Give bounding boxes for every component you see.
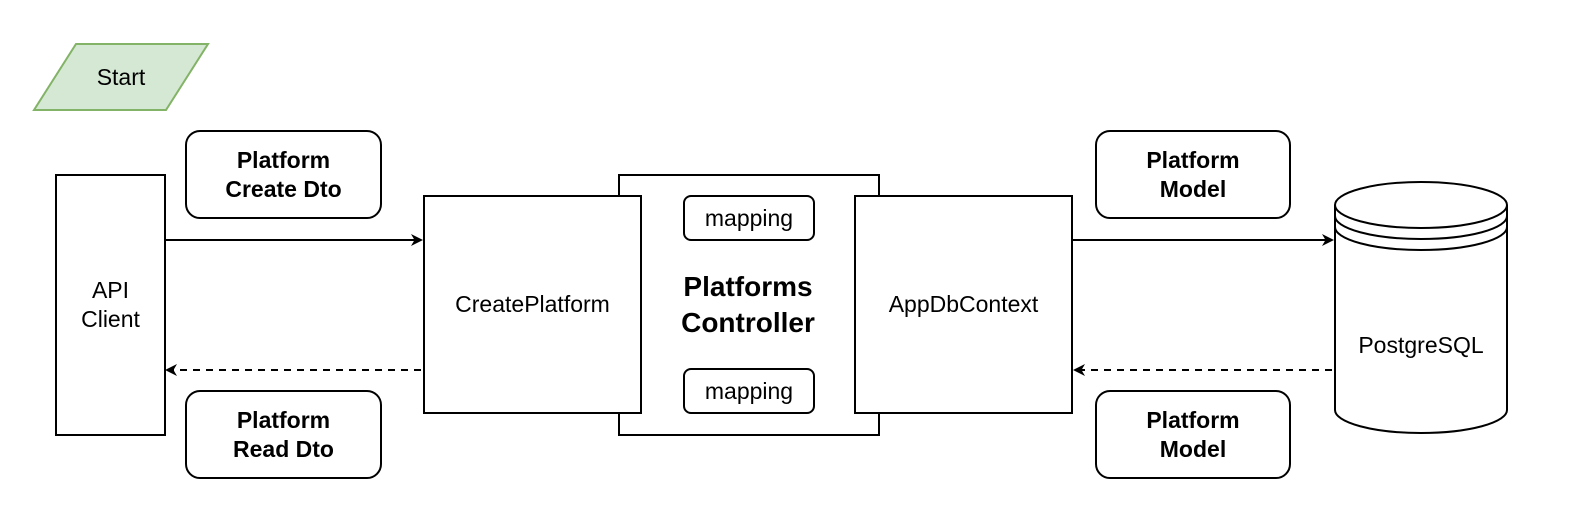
start-shape[interactable] xyxy=(32,43,210,111)
create-platform-box[interactable] xyxy=(423,195,642,414)
controller-title: Platforms Controller xyxy=(681,270,815,338)
create-dto-label: Platform Create Dto xyxy=(225,146,342,202)
mapping-top-box[interactable] xyxy=(683,195,815,241)
model-top-label: Platform Model xyxy=(1146,146,1240,202)
create-platform-label: CreatePlatform xyxy=(455,291,610,318)
model-top-box[interactable] xyxy=(1095,130,1291,219)
create-dto-box[interactable] xyxy=(185,130,382,219)
api-client-box[interactable] xyxy=(55,174,166,436)
read-dto-label: Platform Read Dto xyxy=(233,406,334,462)
mapping-bottom-label: mapping xyxy=(704,377,794,404)
mapping-top-label: mapping xyxy=(704,204,794,231)
start-label: Start xyxy=(96,63,146,90)
model-bottom-box[interactable] xyxy=(1095,390,1291,479)
db-context-box[interactable] xyxy=(854,195,1073,414)
db-context-label: AppDbContext xyxy=(888,291,1039,318)
database-label: PostgreSQL xyxy=(1358,331,1484,358)
mapping-bottom-box[interactable] xyxy=(683,368,815,414)
model-bottom-label: Platform Model xyxy=(1146,406,1240,462)
api-client-label: API Client xyxy=(81,277,140,332)
read-dto-box[interactable] xyxy=(185,390,382,479)
database-cylinder[interactable] xyxy=(1334,181,1508,434)
